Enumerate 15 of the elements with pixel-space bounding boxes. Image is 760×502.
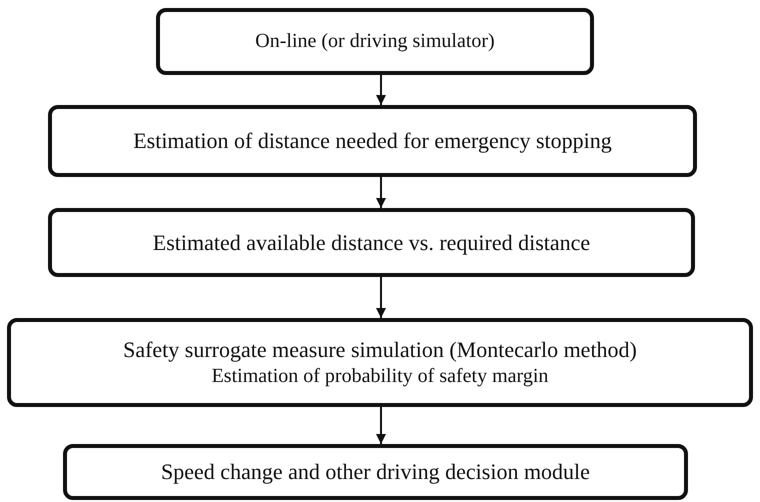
process-box: [63, 444, 688, 500]
process-box: [48, 208, 695, 277]
arrow: [376, 75, 386, 105]
arrow: [376, 177, 386, 208]
process-box: [156, 8, 594, 75]
box-text: Estimation of probability of safety margin: [212, 364, 548, 389]
box-text: Safety surrogate measure simulation (Montecarlo method): [123, 336, 637, 364]
box-text: Speed change and other driving decision module: [161, 458, 590, 486]
process-box: [7, 318, 753, 407]
box-text: On-line (or driving simulator): [255, 29, 495, 54]
box-text: Estimated available distance vs. required distance: [152, 228, 590, 256]
process-box: [48, 105, 697, 177]
box-text: Estimation of distance needed for emergency stopping: [133, 127, 612, 155]
arrow: [376, 407, 386, 444]
arrow: [376, 277, 386, 318]
